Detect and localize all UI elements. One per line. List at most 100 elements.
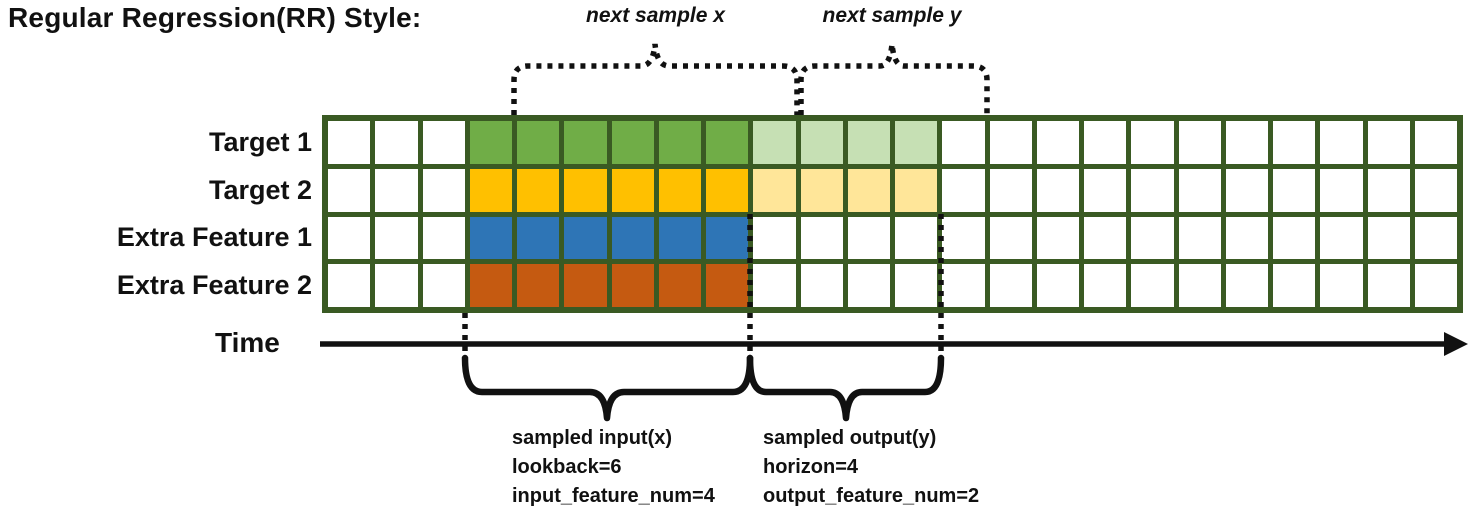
grid-cell [1273, 121, 1316, 164]
grid-cell [658, 216, 701, 260]
grid-cell [564, 216, 607, 260]
sampled-output-callout: sampled output(y) horizon=4 output_featu… [763, 424, 979, 511]
grid-cell [706, 216, 749, 260]
next-sample-y-label: next sample y [822, 4, 962, 27]
sampled-output-title: sampled output(y) [763, 427, 937, 449]
grid-cell [658, 121, 701, 164]
row-labels: Target 1 Target 2 Extra Feature 1 Extra Fea… [0, 115, 312, 313]
grid-cell [1225, 168, 1268, 212]
grid [322, 115, 1463, 313]
grid-cell [517, 121, 560, 164]
grid-cell [753, 216, 796, 260]
grid-cell [800, 264, 843, 307]
grid-cell [1414, 216, 1457, 260]
grid-cell [989, 168, 1032, 212]
grid-cell [1178, 121, 1221, 164]
grid-cell [1036, 216, 1079, 260]
grid-cell [942, 168, 985, 212]
row-label: Target 2 [208, 174, 312, 205]
grid-cell [517, 216, 560, 260]
grid-cell [1367, 216, 1410, 260]
grid-cell [611, 216, 654, 260]
grid-cell [1084, 264, 1127, 307]
grid-cell [1178, 264, 1221, 307]
grid-cell [328, 121, 371, 164]
grid-cell [989, 216, 1032, 260]
row-label: Extra Feature 2 [116, 270, 312, 301]
next-sample-y-brace [798, 43, 990, 115]
grid-cell [1225, 121, 1268, 164]
grid-cell [942, 216, 985, 260]
row-label: Target 1 [208, 126, 312, 157]
grid-cell [706, 264, 749, 307]
grid-cell [375, 216, 418, 260]
grid-cell [422, 168, 465, 212]
grid-cell [611, 121, 654, 164]
grid-cell [1414, 121, 1457, 164]
grid-cell [895, 264, 938, 307]
row-label: Extra Feature 1 [116, 222, 312, 253]
grid-cell [1084, 216, 1127, 260]
grid-cell [328, 168, 371, 212]
grid-cell [1273, 216, 1316, 260]
grid-cell [753, 168, 796, 212]
grid-cell [847, 121, 890, 164]
sampled-output-brace [746, 354, 945, 422]
grid-cell [375, 264, 418, 307]
grid-cell [517, 264, 560, 307]
grid-cell [989, 121, 1032, 164]
grid-cell [611, 264, 654, 307]
grid-cell [1131, 168, 1174, 212]
next-sample-x-label: next sample x [586, 4, 725, 27]
grid-cell [1084, 121, 1127, 164]
grid-cell [375, 168, 418, 212]
grid-cell [469, 168, 512, 212]
grid-cell [1036, 264, 1079, 307]
grid-cell [375, 121, 418, 164]
grid-cell [1178, 216, 1221, 260]
grid-cell [942, 264, 985, 307]
sampled-input-title: sampled input(x) [512, 427, 673, 449]
grid-cell [469, 216, 512, 260]
grid-cell [847, 168, 890, 212]
grid-cell [1084, 168, 1127, 212]
grid-cell [1131, 121, 1174, 164]
grid-cell [564, 264, 607, 307]
grid-cell [800, 121, 843, 164]
next-sample-x-brace [511, 43, 800, 115]
grid-cell [847, 216, 890, 260]
grid-cell [517, 168, 560, 212]
grid-cell [1273, 264, 1316, 307]
grid-cell [1036, 168, 1079, 212]
grid-cell [1414, 168, 1457, 212]
input-feature-num-value: input_feature_num=4 [512, 485, 715, 507]
grid-cell [895, 216, 938, 260]
grid-cell [422, 264, 465, 307]
grid-cell [469, 264, 512, 307]
grid-cell [706, 121, 749, 164]
grid-cell [1320, 121, 1363, 164]
grid-cell [611, 168, 654, 212]
grid-cell [1320, 216, 1363, 260]
grid-cell [1414, 264, 1457, 307]
grid-cell [1225, 216, 1268, 260]
grid-cell [469, 121, 512, 164]
grid-cell [942, 121, 985, 164]
grid-cell [1131, 216, 1174, 260]
grid-cell [1036, 121, 1079, 164]
grid-cell [989, 264, 1032, 307]
output-feature-num-value: output_feature_num=2 [763, 485, 980, 507]
grid-cell [658, 168, 701, 212]
horizon-value: horizon=4 [763, 456, 859, 478]
grid-cell [1320, 168, 1363, 212]
grid-cell [1367, 121, 1410, 164]
diagram-title: Regular Regression(RR) Style: [8, 2, 422, 33]
grid-cell [422, 121, 465, 164]
grid-cell [1320, 264, 1363, 307]
grid-cell [753, 264, 796, 307]
grid-cell [1367, 168, 1410, 212]
grid-cell [422, 216, 465, 260]
grid-cell [1178, 168, 1221, 212]
grid-cell [706, 168, 749, 212]
